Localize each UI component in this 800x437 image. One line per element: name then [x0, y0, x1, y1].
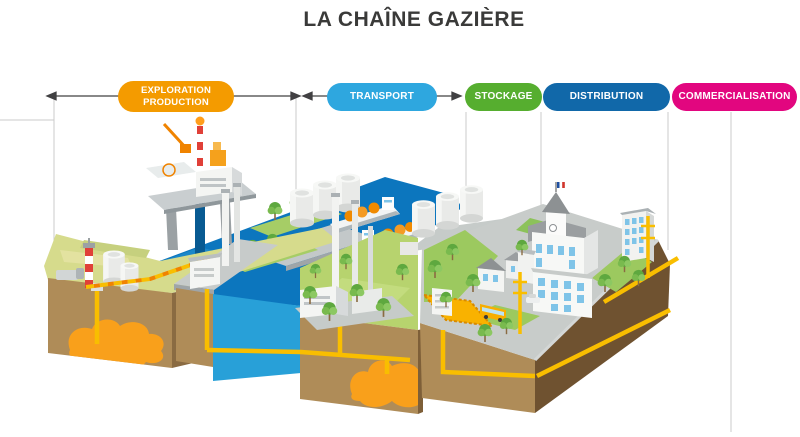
- gas-pocket-underground: [68, 319, 164, 368]
- apartment-building: [531, 268, 594, 318]
- buried-pipeline: [206, 322, 411, 374]
- stage-pill-exploration-production: EXPLORATION PRODUCTION: [118, 81, 234, 112]
- lng-tanker-ship: [330, 197, 400, 233]
- transport-quay-block: [174, 183, 278, 367]
- tall-building: [620, 208, 656, 262]
- page-title: LA CHAÎNE GAZIÈRE: [303, 8, 525, 31]
- stage-pill-stockage: STOCKAGE: [465, 83, 542, 111]
- pressure-riser-poles: [513, 216, 655, 334]
- city-block: [420, 182, 680, 413]
- truck: [56, 268, 84, 280]
- stockage-block: [206, 185, 502, 414]
- french-flag: [557, 182, 565, 188]
- bus: [480, 304, 506, 322]
- stage-pill-commercialisation: COMMERCIALISATION: [672, 83, 797, 111]
- underground-gas-storage: [350, 360, 418, 408]
- compressor-station: [188, 183, 241, 289]
- sea-cut-face: [213, 294, 301, 381]
- car: [526, 294, 540, 303]
- stage-pill-distribution: DISTRIBUTION: [543, 83, 670, 111]
- clock: [549, 224, 557, 232]
- crane: [162, 122, 191, 153]
- stage-pill-transport: TRANSPORT: [327, 83, 437, 111]
- production-tank: [120, 262, 139, 292]
- houses: [476, 252, 528, 292]
- drilling-derrick: [83, 238, 95, 288]
- flare-tower: [195, 116, 205, 166]
- town-hall: [516, 182, 598, 284]
